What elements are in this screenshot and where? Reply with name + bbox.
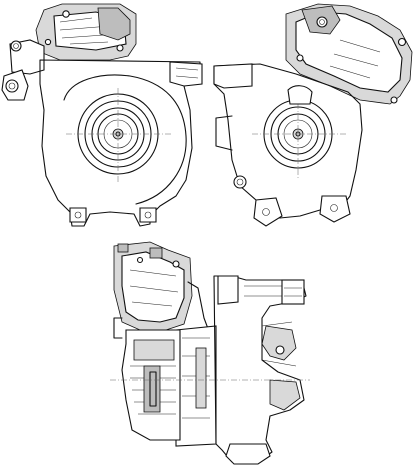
side-actuator [113,241,193,331]
front-bracket [1,39,45,101]
rear-mount-feet [253,195,351,227]
front-view [1,3,203,227]
rear-actuator [285,3,413,105]
front-actuator [35,3,137,61]
front-mount-feet [69,207,157,223]
side-view [110,241,310,465]
rear-view [213,3,413,227]
front-housing-outline [39,59,201,227]
rear-housing-outline [213,63,363,219]
